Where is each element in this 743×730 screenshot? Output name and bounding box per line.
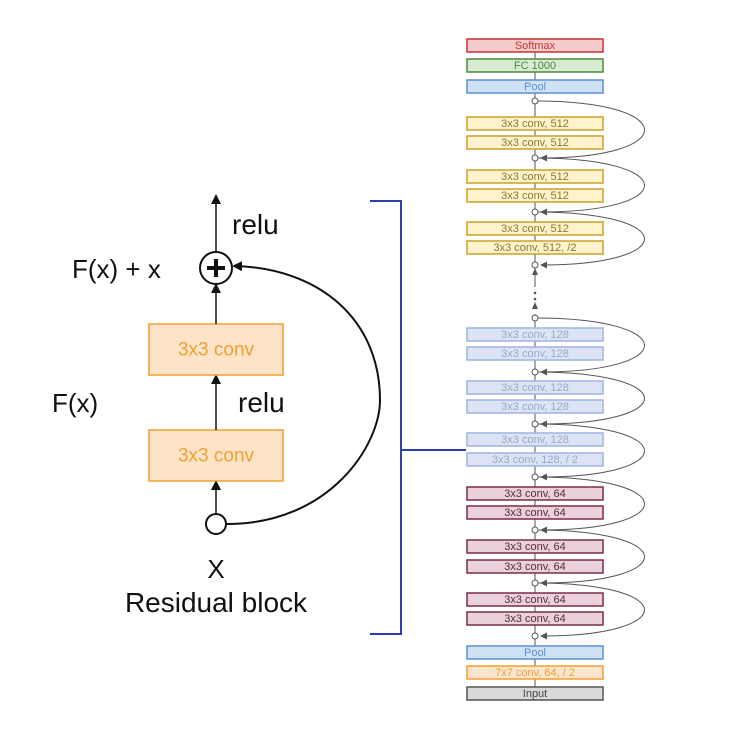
- layer-box-c7: [466, 665, 604, 680]
- skip-connection-arc: [534, 476, 645, 534]
- layer-label: 3x3 conv, 128: [501, 329, 569, 341]
- layer-box-c64: [466, 539, 604, 554]
- layer-label: Pool: [524, 647, 546, 659]
- residual-block: 3x3 conv 3x3 conv relu F(x) + x relu F(x…: [52, 194, 382, 618]
- layer-box-c128: [466, 346, 604, 361]
- layer-box-pool: [466, 645, 604, 660]
- layer-label: 3x3 conv, 512, /2: [494, 242, 577, 254]
- skip-connection-arc: [534, 529, 645, 587]
- stack-node: [531, 632, 539, 640]
- sum-label: F(x) + x: [72, 254, 161, 284]
- stack-node: [531, 97, 539, 105]
- stack-node: [531, 579, 539, 587]
- layer-label: 3x3 conv, 64: [504, 594, 566, 606]
- layer-box-c64: [466, 505, 604, 520]
- stack-node: [531, 261, 539, 269]
- layer-box-c512: [466, 135, 604, 150]
- residual-block-title: Residual block: [125, 587, 308, 618]
- relu-top-label: relu: [232, 209, 279, 240]
- layer-box-input: [466, 686, 604, 701]
- layer-label: 3x3 conv, 128: [501, 348, 569, 360]
- layer-label: Softmax: [515, 40, 556, 52]
- layer-box-c64: [466, 611, 604, 626]
- skip-connection-arc: [534, 211, 645, 269]
- skip-connection-arc: [534, 423, 645, 481]
- skip-connection-arc: [534, 100, 645, 162]
- conv-block-top-label: 3x3 conv: [178, 340, 255, 361]
- layer-box-c128: [466, 432, 604, 447]
- layer-label: Pool: [524, 81, 546, 93]
- layer-label: 3x3 conv, 64: [504, 541, 566, 553]
- stack-node: [531, 154, 539, 162]
- conv-block-bottom: [148, 429, 284, 482]
- layer-label: 3x3 conv, 512: [501, 137, 569, 149]
- layer-box-c128: [466, 452, 604, 467]
- layer-label: 3x3 conv, 512: [501, 118, 569, 130]
- layer-box-c64: [466, 486, 604, 501]
- conv-block-bottom-label: 3x3 conv: [178, 446, 255, 467]
- input-node: [205, 513, 227, 535]
- layer-box-c128: [466, 380, 604, 395]
- layer-label: 3x3 conv, 64: [504, 507, 566, 519]
- stack-node: [531, 526, 539, 534]
- skip-connection-arc: [534, 371, 645, 428]
- layer-label: 3x3 conv, 128: [501, 401, 569, 413]
- relu-mid-label: relu: [238, 387, 285, 418]
- continuation-arrow-icon: [532, 302, 538, 309]
- skip-connection-arc: [534, 582, 645, 640]
- continuation-dot: [533, 291, 537, 295]
- layer-box-c512: [466, 240, 604, 255]
- stack-node: [531, 368, 539, 376]
- bracket: [370, 200, 466, 635]
- layer-box-c128: [466, 399, 604, 414]
- layer-label: 3x3 conv, 64: [504, 613, 566, 625]
- layer-label: 3x3 conv, 512: [501, 223, 569, 235]
- layer-label: 3x3 conv, 64: [504, 561, 566, 573]
- layer-box-c512: [466, 169, 604, 184]
- layer-label: 7x7 conv, 64, / 2: [495, 667, 575, 679]
- layer-box-pool: [466, 79, 604, 94]
- stack-node: [531, 473, 539, 481]
- stack-node: [531, 420, 539, 428]
- skip-connection-arc: [534, 157, 645, 216]
- stack-node: [531, 208, 539, 216]
- layer-box-c128: [466, 327, 604, 342]
- layer-label: FC 1000: [514, 60, 556, 72]
- layer-box-c64: [466, 559, 604, 574]
- layer-label: 3x3 conv, 128, / 2: [492, 454, 578, 466]
- continuation-arrow-icon: [532, 268, 538, 275]
- layer-label: 3x3 conv, 512: [501, 171, 569, 183]
- fx-label: F(x): [52, 388, 98, 418]
- layer-label: 3x3 conv, 128: [501, 434, 569, 446]
- identity-shortcut-arrow: [226, 261, 382, 525]
- plus-icon: [207, 259, 225, 277]
- stack-node: [531, 314, 539, 322]
- layer-box-c512: [466, 221, 604, 236]
- continuation-dot: [533, 297, 537, 301]
- layer-box-c512: [466, 188, 604, 203]
- layer-box-c512: [466, 116, 604, 131]
- skip-connection-arc: [534, 317, 645, 376]
- layer-label: 3x3 conv, 64: [504, 488, 566, 500]
- layer-box-softmax: [466, 38, 604, 53]
- layer-label: 3x3 conv, 128: [501, 382, 569, 394]
- input-x-label: X: [207, 554, 224, 584]
- layer-label: Input: [523, 688, 547, 700]
- layer-box-fc: [466, 58, 604, 73]
- layer-label: 3x3 conv, 512: [501, 190, 569, 202]
- layer-box-c64: [466, 592, 604, 607]
